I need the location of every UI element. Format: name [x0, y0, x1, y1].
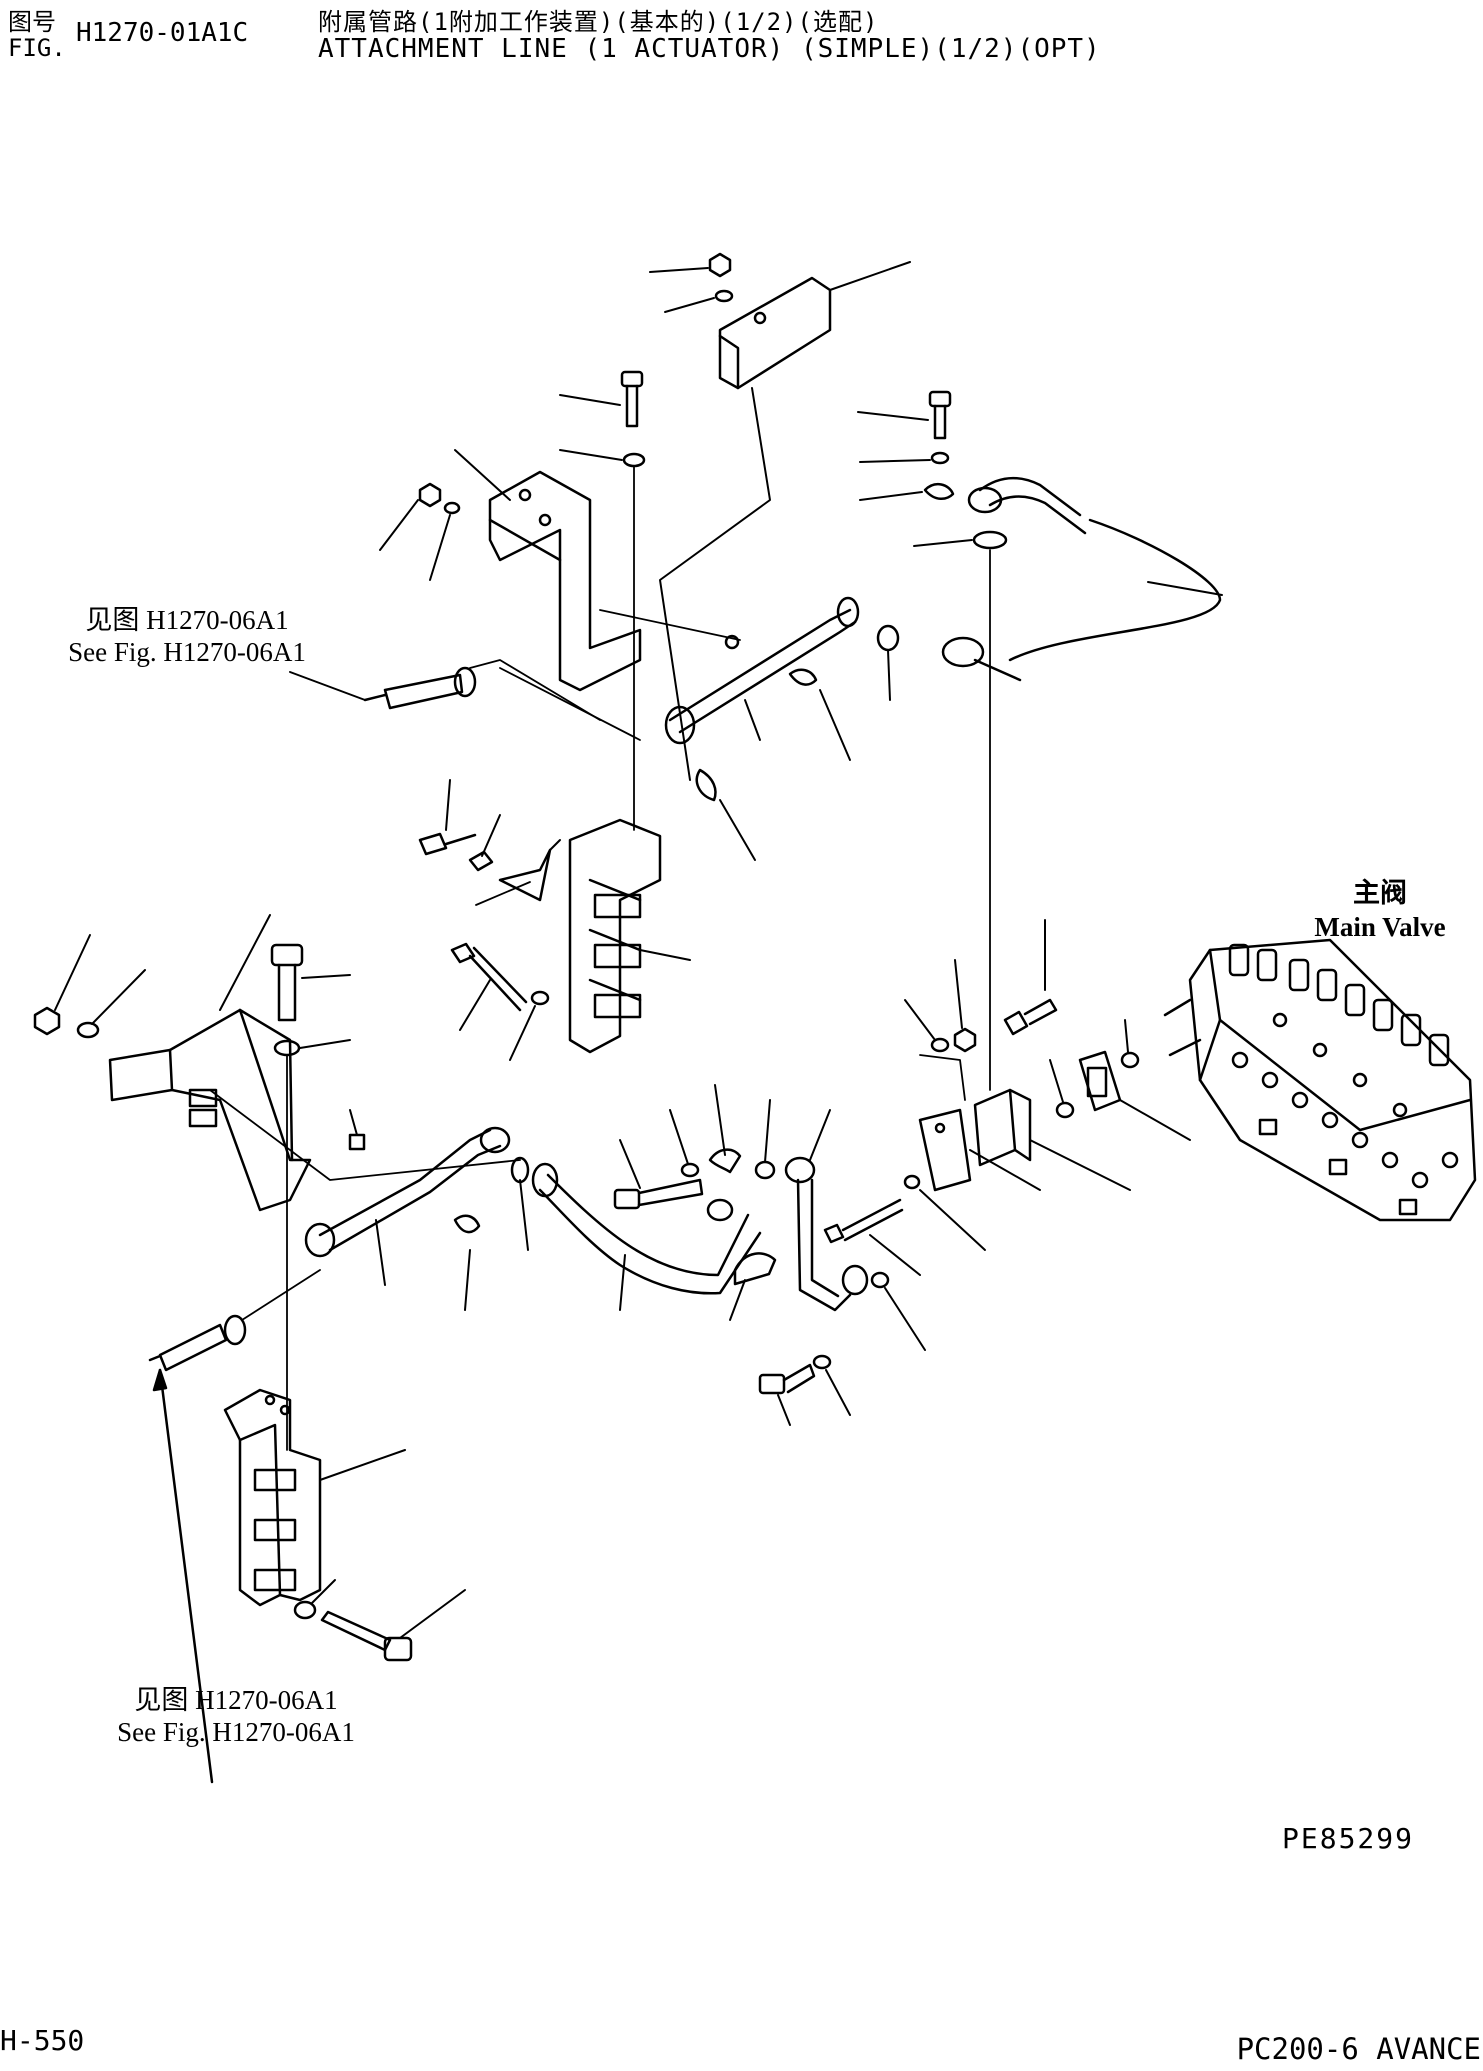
upper-right-washer	[859, 451, 950, 465]
lower-small-clamp-left	[348, 1109, 366, 1151]
upper-nut	[649, 252, 732, 278]
middle-dashed-pin	[475, 881, 531, 906]
upper-bracket	[454, 449, 642, 692]
lower-right-clamp	[729, 1252, 777, 1321]
upper-pipe-clamp	[788, 668, 851, 761]
main-valve-label-en: Main Valve	[1314, 912, 1446, 942]
valve-o-ring-2	[1120, 1019, 1140, 1069]
left-top-washer-2	[273, 1039, 351, 1057]
lower-right-pipe	[784, 1109, 869, 1312]
middle-clamp-bracket	[568, 818, 691, 1054]
upper-small-fitting	[724, 634, 740, 650]
main-valve	[1163, 938, 1477, 1222]
title-en: ATTACHMENT LINE (1 ACTUATOR) (SIMPLE)(1/…	[318, 34, 1101, 64]
leader-left-dashes	[209, 1089, 521, 1181]
fig-label-zh: 图号	[8, 8, 56, 36]
lower-hose	[531, 1162, 762, 1311]
left-top-nut	[33, 934, 91, 1036]
lower-right-o-ring	[870, 1271, 926, 1351]
upper-right-bolt	[857, 390, 952, 440]
left-top-washer	[76, 969, 146, 1039]
see-figure-reference-top-en: See Fig. H1270-06A1	[68, 637, 306, 667]
upper-right-clamp	[859, 482, 955, 501]
upper-bracket-bolt	[559, 370, 644, 428]
upper-cover-plate	[718, 261, 911, 390]
left-top-bolt	[270, 943, 351, 1022]
drawing-code: PE85299	[1282, 1822, 1415, 1855]
lower-bracket-bolt	[320, 1589, 466, 1662]
upper-bracket-washer	[559, 449, 646, 468]
upper-clip	[695, 768, 756, 861]
valve-bolt	[1003, 919, 1058, 1036]
valve-block	[973, 1088, 1131, 1191]
fig-number: H1270-01A1C	[76, 18, 249, 48]
see-figure-reference-bottom-zh: 见图 H1270-06A1	[134, 1685, 338, 1715]
main-valve-label: 主阀 Main Valve	[1280, 876, 1480, 944]
upper-right-o-ring	[913, 530, 1008, 550]
lower-washer-center	[669, 1109, 700, 1178]
leader-assembly-dashes	[499, 609, 741, 741]
valve-washer	[904, 999, 950, 1053]
see-figure-reference-top-zh: 见图 H1270-06A1	[85, 605, 289, 635]
middle-bolts	[418, 779, 561, 902]
page-number: H-550	[0, 2024, 85, 2057]
lower-bolt-center	[613, 1139, 704, 1210]
valve-washer-small	[903, 1174, 986, 1251]
lower-pipe-clip	[453, 1214, 481, 1311]
lower-left-pin	[148, 1269, 321, 1372]
valve-o-ring-1	[1049, 1059, 1075, 1119]
fig-label-en: FIG.	[8, 34, 66, 62]
lower-bottom-washer	[812, 1354, 851, 1416]
valve-cover-plate	[918, 1108, 1041, 1192]
upper-hose	[941, 476, 1223, 682]
arrow-to-lower-pin	[158, 1368, 214, 1784]
valve-flange-gasket	[1078, 1050, 1191, 1141]
left-nut-upper	[379, 482, 461, 581]
arrow-head-lower	[152, 1368, 168, 1392]
lower-o-ring-center	[754, 1099, 776, 1180]
lower-pipe	[304, 1126, 511, 1286]
left-top-bracket	[108, 914, 312, 1212]
middle-long-bolt	[450, 942, 550, 1061]
lower-bottom-bolt	[758, 1363, 816, 1426]
upper-o-ring	[876, 624, 900, 701]
lower-bracket	[223, 1388, 406, 1607]
upper-pipe	[664, 596, 860, 745]
model-name: PC200-6 AVANCE	[1236, 2032, 1481, 2066]
see-figure-reference-bottom-en: See Fig. H1270-06A1	[117, 1717, 355, 1747]
lower-clamp-half	[708, 1084, 742, 1174]
valve-long-bolt	[823, 1198, 921, 1276]
leader-cover-to-clamp	[659, 387, 771, 781]
leader-valve-dashes	[919, 1054, 966, 1101]
title-zh: 附属管路(1附加工作装置)(基本的)(1/2)(选配)	[318, 8, 879, 36]
main-valve-label-zh: 主阀	[1353, 878, 1407, 908]
lower-o-ring-left	[510, 1156, 530, 1251]
upper-washer	[664, 289, 734, 313]
see-figure-reference-top: 见图 H1270-06A1 See Fig. H1270-06A1	[22, 604, 352, 668]
lower-bracket-washer	[293, 1579, 336, 1620]
see-figure-reference-bottom: 见图 H1270-06A1 See Fig. H1270-06A1	[66, 1684, 406, 1748]
valve-nut	[953, 959, 977, 1053]
upper-left-pin	[289, 659, 601, 721]
